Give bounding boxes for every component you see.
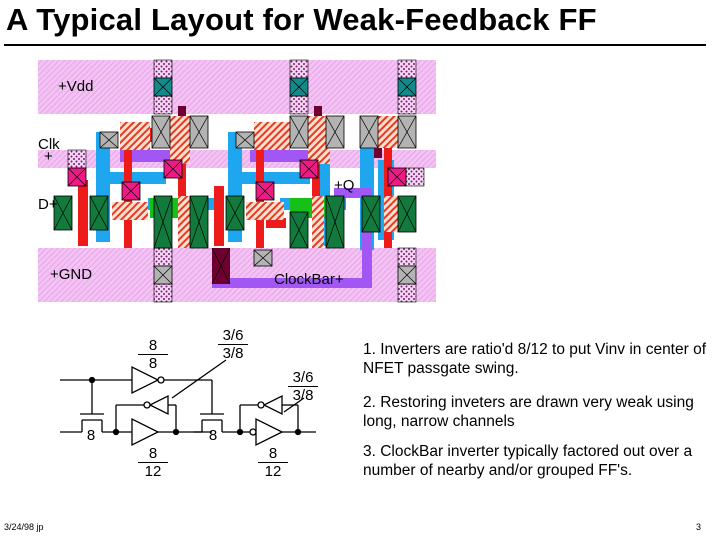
pass1-size: 8 — [86, 427, 96, 444]
slide-title: A Typical Layout for Weak-Feedback FF — [6, 2, 597, 37]
clockbar-label: ClockBar+ — [274, 271, 344, 288]
dotted-vias — [67, 59, 425, 303]
gnd-rail — [38, 248, 436, 302]
vdd-rail — [38, 60, 436, 114]
fb2-bottom-size: 3/8 — [292, 387, 314, 404]
inv1-bottom-size: 8 — [148, 355, 158, 372]
pass2-size: 8 — [208, 427, 218, 444]
title-rule — [4, 44, 706, 46]
d-label: D+ — [38, 196, 58, 213]
fb1-bottom-size: 3/8 — [222, 345, 244, 362]
page-number: 3 — [696, 522, 702, 532]
vdd-label: +Vdd — [58, 78, 94, 95]
inv3-top-size: 8 — [258, 446, 288, 463]
inv2-bottom-size: 12 — [144, 463, 162, 480]
note-1: 1. Inverters are ratio'd 8/12 to put Vin… — [363, 341, 707, 377]
inv2-top-size: 8 — [138, 446, 168, 463]
fb1-top-size: 3/6 — [218, 328, 248, 345]
fb2-top-size: 3/6 — [288, 370, 318, 387]
q-label: +Q — [334, 177, 355, 194]
note-3: 3. ClockBar inverter typically factored … — [363, 443, 693, 479]
schematic — [60, 359, 316, 447]
footer-date: 3/24/98 jp — [4, 522, 44, 532]
inv1-top-size: 8 — [138, 338, 168, 355]
clk-plus-label: + — [44, 148, 53, 165]
inv3-bottom-size: 12 — [264, 463, 282, 480]
gnd-label: +GND — [50, 266, 93, 283]
transistor-x-marks — [53, 115, 417, 285]
clk-label: Clk — [38, 136, 60, 153]
note-2: 2. Restoring inveters are drawn very wea… — [363, 394, 694, 430]
